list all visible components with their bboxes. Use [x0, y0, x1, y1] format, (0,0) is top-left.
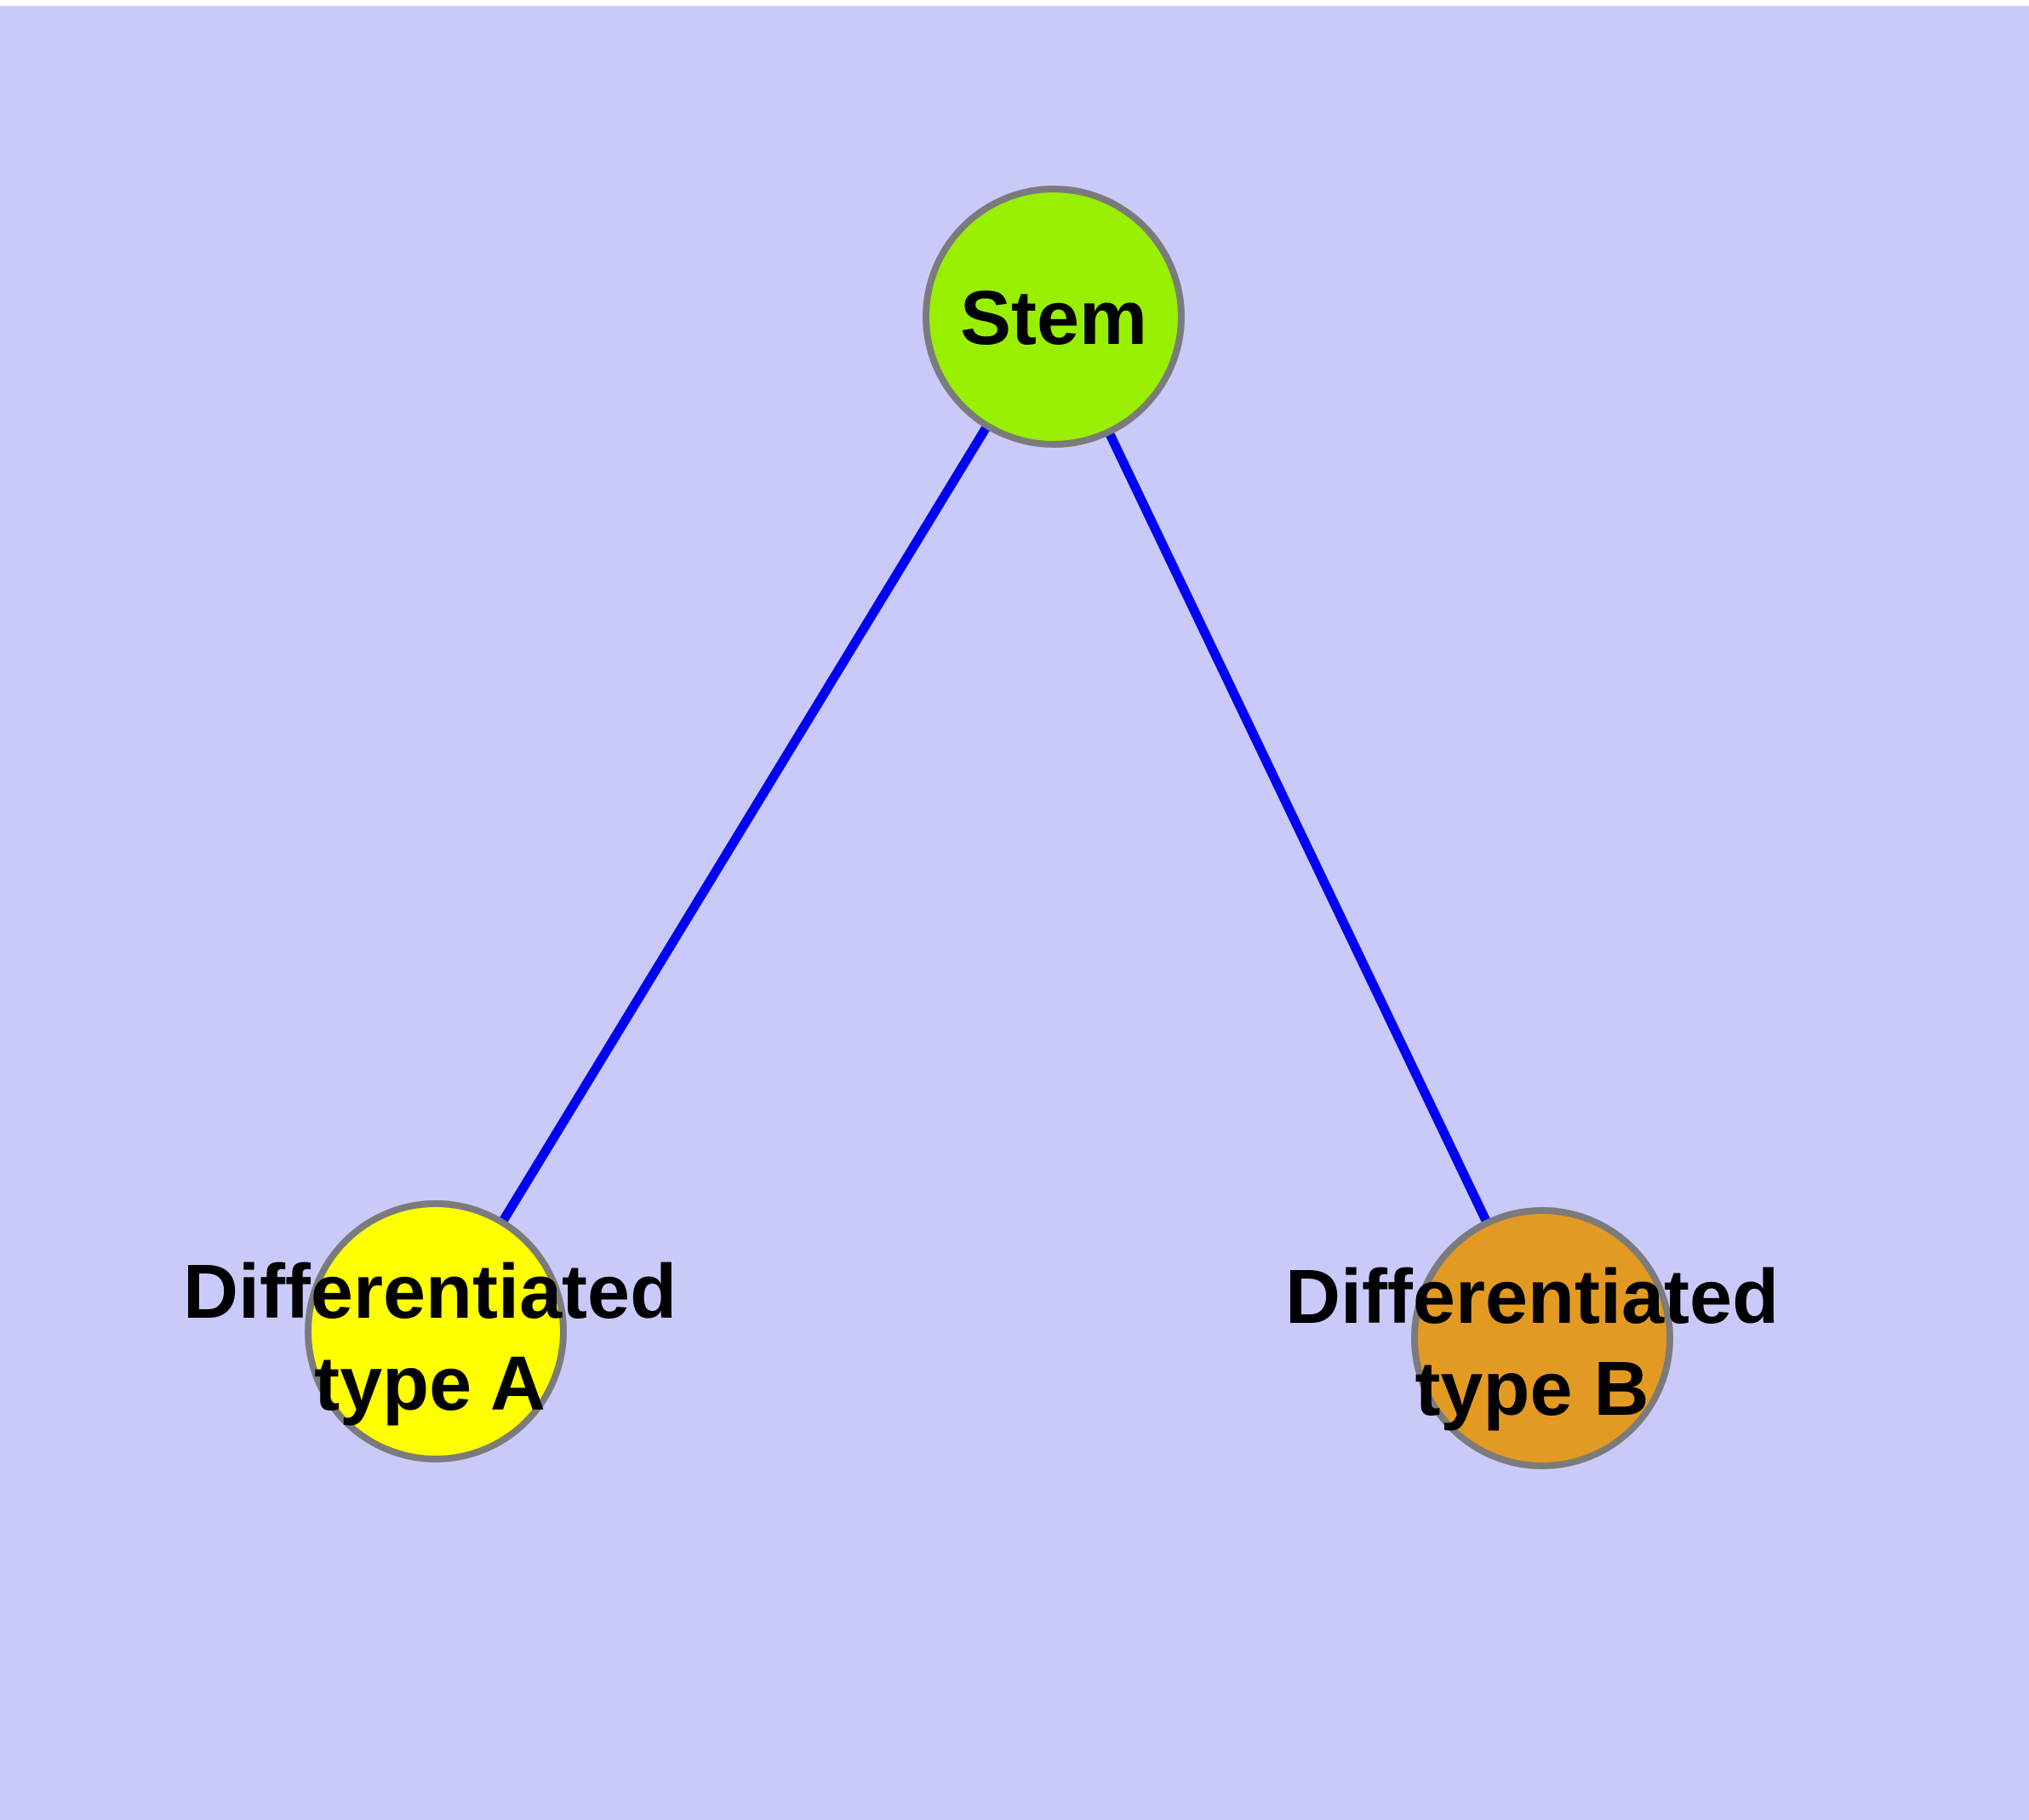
node-differentiated-type-b [1411, 1207, 1673, 1469]
edge-stem-to-type-a [432, 314, 1058, 1334]
node-differentiated-type-a [305, 1200, 567, 1462]
edge-stem-to-type-b [1049, 314, 1546, 1341]
node-stem [923, 186, 1185, 448]
